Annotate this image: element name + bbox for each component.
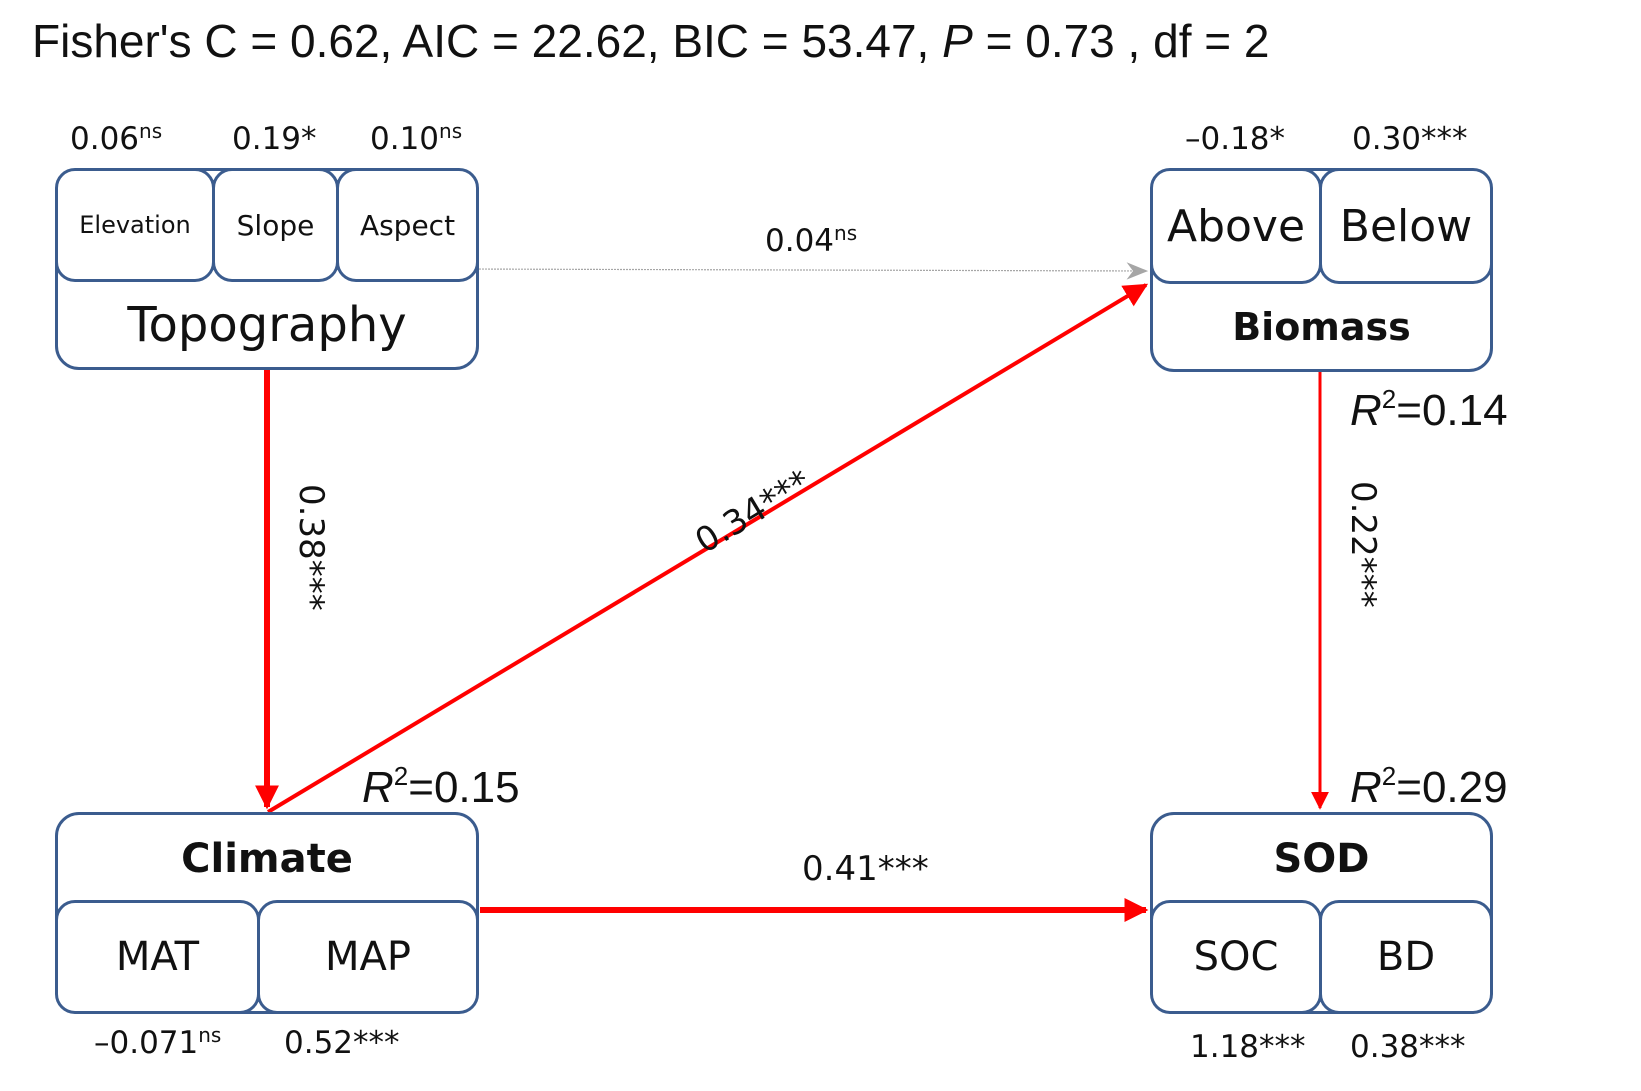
below-label: Below [1339,200,1473,252]
biomass-title: Biomass [1232,304,1411,349]
loading-aspect: 0.10ns [370,119,463,157]
loading-mat: –0.071ns [94,1023,222,1061]
slope-box: Slope [212,168,339,282]
aspect-box: Aspect [336,168,479,282]
above-box: Above [1150,168,1322,284]
topography-title: Topography [127,296,407,353]
bd-label: BD [1376,934,1436,980]
above-label: Above [1166,200,1306,252]
loading-map: 0.52*** [284,1025,400,1061]
fit-stats-p-rest: = 0.73 , df = 2 [972,15,1270,67]
elevation-label: Elevation [79,211,191,239]
r2-climate: R2=0.15 [362,761,520,812]
loading-above: –0.18* [1185,121,1286,157]
fit-stats-text: Fisher's C = 0.62, AIC = 22.62, BIC = 53… [32,15,943,67]
topography-box: Elevation Slope Aspect Topography [55,168,479,370]
slope-label: Slope [236,208,315,242]
path-topography-biomass [457,262,1149,280]
sod-title: SOD [1273,836,1370,882]
biomass-box: Above Below Biomass [1150,168,1493,372]
loading-below: 0.30*** [1352,121,1468,157]
soc-label: SOC [1193,934,1279,980]
loading-slope: 0.19* [232,121,317,157]
r2-biomass: R2=0.14 [1350,384,1508,435]
map-box: MAP [257,900,479,1014]
path-label-topography-biomass: 0.04ns [765,221,858,259]
path-label-topography-climate: 0.38*** [291,484,331,611]
map-label: MAP [325,934,411,980]
fit-statistics: Fisher's C = 0.62, AIC = 22.62, BIC = 53… [32,14,1269,68]
p-symbol: P [942,15,973,67]
mat-label: MAT [115,934,200,980]
climate-box: Climate MAT MAP [55,812,479,1014]
below-box: Below [1319,168,1493,284]
loading-elevation: 0.06ns [70,119,163,157]
r2-sod: R2=0.29 [1350,761,1508,812]
aspect-label: Aspect [359,208,456,242]
bd-box: BD [1319,900,1493,1014]
soc-box: SOC [1150,900,1322,1014]
sod-box: SOD SOC BD [1150,812,1493,1014]
climate-title: Climate [181,836,353,882]
elevation-box: Elevation [55,168,215,282]
path-label-climate-sod: 0.41*** [802,849,929,889]
path-label-biomass-sod: 0.22*** [1343,481,1383,608]
mat-box: MAT [55,900,260,1014]
loading-soc: 1.18*** [1190,1029,1306,1065]
path-climate-biomass [266,283,1149,814]
loading-bd: 0.38*** [1350,1029,1466,1065]
